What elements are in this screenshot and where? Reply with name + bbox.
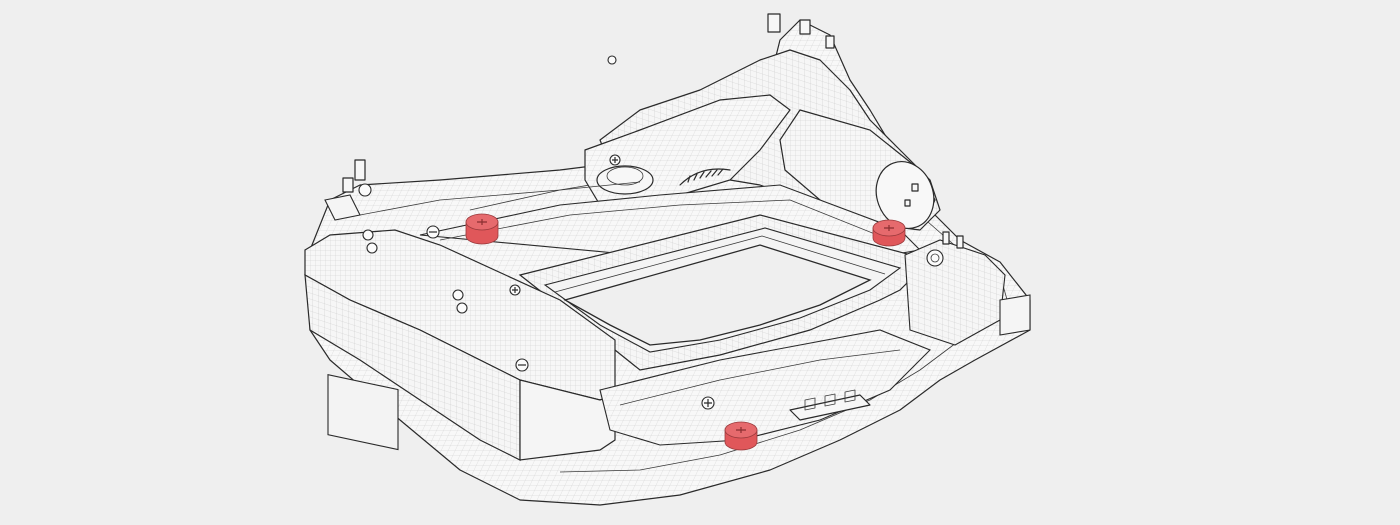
right-side: [904, 231, 1031, 346]
gear-pulley: [596, 165, 654, 195]
gear-teeth: [687, 168, 724, 183]
right-mount-hole: [926, 249, 944, 267]
post-top-1: [767, 13, 781, 33]
aperture-frame: [518, 214, 932, 371]
post-top-3: [825, 35, 835, 49]
left-block: [304, 225, 616, 461]
screw-right: [872, 219, 906, 247]
small-pin: [607, 55, 617, 65]
post-top-2: [799, 19, 811, 35]
side-cutout: [327, 374, 399, 451]
aperture-opening: [563, 244, 872, 346]
screw-left: [465, 213, 499, 245]
front-rails: [599, 329, 931, 446]
screw-bottom: [724, 421, 758, 451]
left-posts: [324, 159, 372, 221]
